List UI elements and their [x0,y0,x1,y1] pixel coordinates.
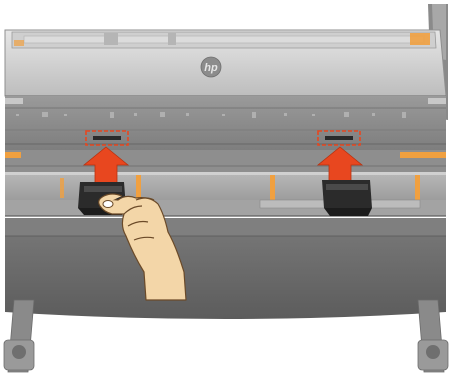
hp-logo: hp [201,57,221,77]
paper-path [5,150,446,216]
output-basket [5,218,446,319]
printer-body [5,96,446,150]
handle-right [322,180,372,216]
svg-text:hp: hp [204,62,218,74]
top-cover [5,30,446,96]
